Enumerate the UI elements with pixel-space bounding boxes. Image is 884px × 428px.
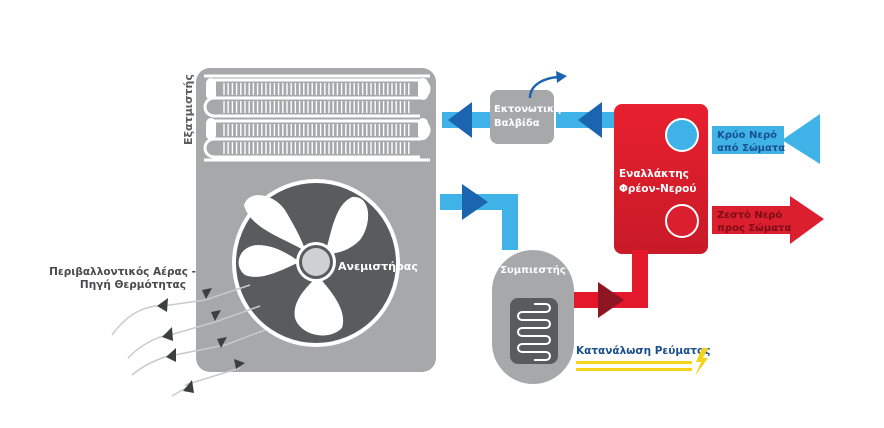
expansion-valve: Εκτονωτική Βαλβίδα [490,71,567,144]
air-arrow-heads [157,288,245,393]
expansion-valve-label-line2: Βαλβίδα [494,117,540,129]
flow-arrow-left-icon [578,102,602,138]
cold-water-label-line1: Κρύο Νερό [717,129,777,141]
hot-water-port [665,204,699,238]
air-arrow-icon [211,310,221,321]
compressor-coil [517,303,551,361]
lightning-bolt-icon [695,348,708,376]
hot-water-arrow-icon [790,196,824,244]
air-arrow-icon [217,337,227,348]
cold-water-inlet: Κρύο Νερό από Σώματα [712,114,820,164]
ambient-air-label-line1: Περιβαλλοντικός Αέρας - [49,266,196,278]
heat-exchanger: Εναλλάκτης Φρέον-Νερού [614,104,708,254]
release-curve-arrow-icon [528,75,559,99]
hot-water-outlet: Ζεστό Νερό προς Σώματα [712,196,824,244]
air-arrow-icon [202,288,212,299]
cold-water-arrow-icon [782,114,820,164]
cold-flow-arrows [448,102,602,220]
flow-arrow-right-icon [598,282,624,318]
flow-arrow-right-icon [462,184,488,220]
air-arrow-icon [183,380,194,393]
compressor-label: Συμπιεστής [500,264,566,276]
ambient-air-label-line2: Πηγή Θερμότητας [80,279,186,291]
expansion-valve-label-line1: Εκτονωτική [494,103,561,115]
fan-label: Ανεμιστήρας [338,260,418,273]
power-consumption: Κατανάλωση Ρεύματος [576,345,710,376]
air-arrow-icon [234,359,245,369]
fan-hub [302,248,330,276]
cold-water-label-line2: από Σώματα [717,142,785,154]
evaporator-coil [203,72,431,162]
hot-water-label-line1: Ζεστό Νερό [717,209,782,221]
flow-arrow-left-icon [448,102,472,138]
power-consumption-label: Κατανάλωση Ρεύματος [576,345,710,357]
evaporator-label: Εξατμιστής [182,74,195,145]
compressor: Συμπιεστής [492,250,574,384]
heat-exchanger-label-line1: Εναλλάκτης [619,168,689,180]
air-arrow-icon [166,348,176,362]
heat-exchanger-label-line2: Φρέον-Νερού [619,183,696,195]
air-arrow-icon [162,327,173,341]
fan [232,179,400,347]
air-arrow-icon [157,298,168,312]
compressor-coil-frame [510,298,558,364]
fan-blades [238,195,369,336]
cold-water-port [665,118,699,152]
expansion-valve-body [490,90,554,144]
hot-water-label-line2: προς Σώματα [717,222,791,234]
